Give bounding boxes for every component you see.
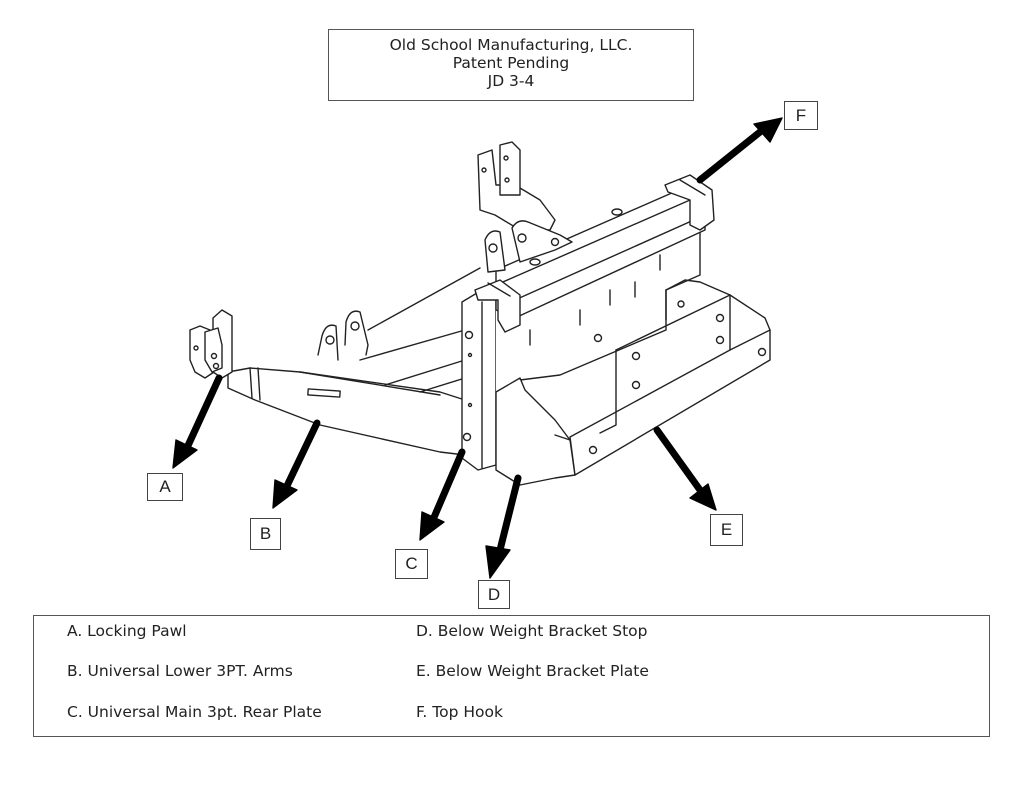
arrow-b [272,419,321,509]
company-name: Old School Manufacturing, LLC. [389,36,633,54]
model-name: JD 3-4 [487,72,535,90]
parts-legend: A. Locking Pawl B. Universal Lower 3PT. … [33,615,990,737]
patent-status: Patent Pending [452,54,570,72]
legend-item-e: E. Below Weight Bracket Plate [416,662,649,680]
legend-item-d: D. Below Weight Bracket Stop [416,622,648,640]
arrow-a [172,374,223,469]
legend-item-f: F. Top Hook [416,703,503,721]
callout-f: F [784,101,818,130]
arrow-f [696,117,783,184]
weight-bracket [495,279,771,486]
callout-b: B [250,518,281,550]
lower-arm [227,329,466,456]
callout-b-label: B [259,524,272,543]
callout-f-label: F [795,105,807,125]
callout-c-label: C [405,554,418,573]
callout-d-label: D [487,584,501,604]
legend-item-c: C. Universal Main 3pt. Rear Plate [67,703,322,721]
arm-lugs [317,267,481,361]
locking-pawl [189,309,233,379]
main-rear-plate [461,289,497,471]
arrow-d [485,474,522,579]
callout-e: E [710,514,743,546]
callout-a-label: A [159,477,171,496]
callout-d: D [478,580,510,609]
top-hook [474,141,715,333]
callout-e-label: E [720,520,733,539]
callout-a: A [147,473,183,501]
legend-item-a: A. Locking Pawl [67,622,187,640]
legend-item-b: B. Universal Lower 3PT. Arms [67,662,293,680]
callout-c: C [395,549,428,579]
callout-arrows [172,117,783,579]
title-block: Old School Manufacturing, LLC. Patent Pe… [328,29,694,101]
arrow-c [419,448,466,541]
arrow-e [653,426,717,511]
